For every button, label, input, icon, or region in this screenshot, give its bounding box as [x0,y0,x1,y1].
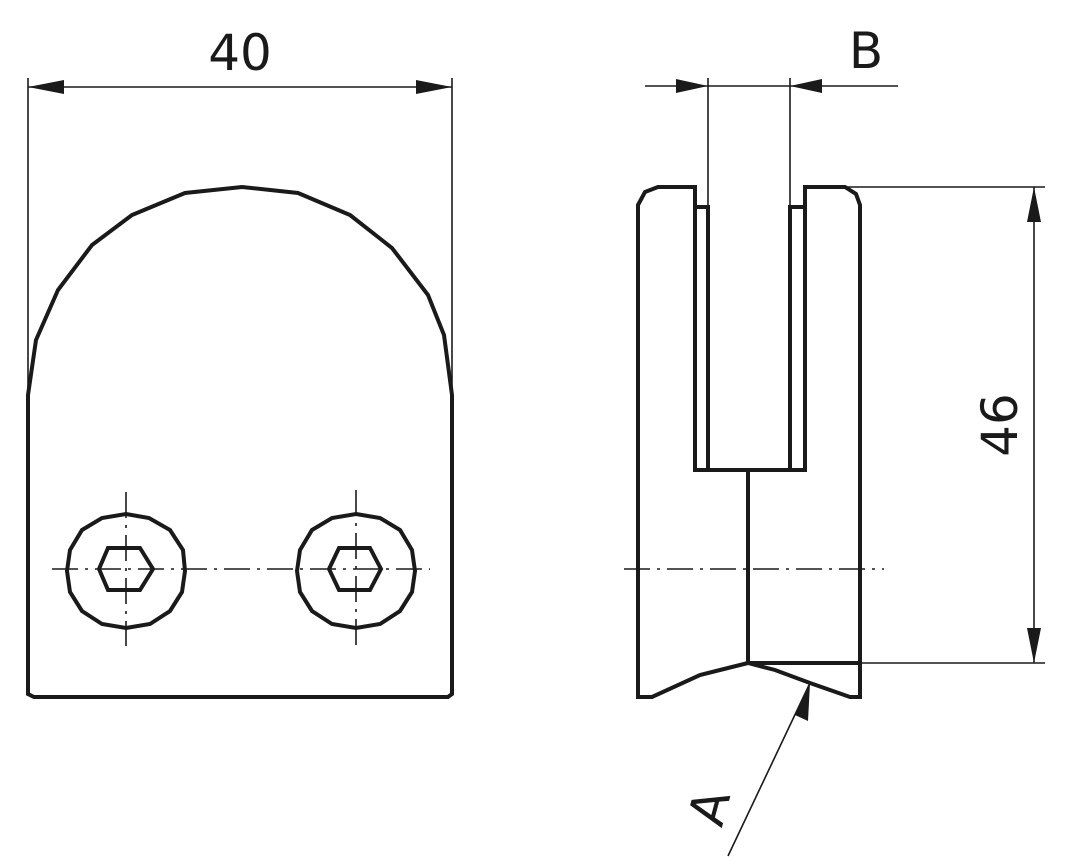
front-view: 40 [26,24,454,699]
profile-leader-line [727,682,811,857]
width-arrow-left [28,80,64,94]
width-dimension-label: 40 [208,24,272,82]
width-arrow-right [416,80,452,94]
slot-arrow-right [790,79,822,93]
height-dimension-label: 46 [971,393,1029,457]
profile-leader-arrow [795,683,810,721]
slot-inner-wall-right [788,205,805,470]
profile-leader: A [677,682,811,857]
height-dimension: 46 [845,186,1045,664]
left-screw [64,492,188,646]
side-view: B 46 A [624,22,1045,857]
side-view-outline [636,185,862,699]
slot-width-dimension: B [645,22,898,207]
profile-label: A [677,784,742,832]
front-view-outline [26,184,454,699]
height-arrow-bottom [1027,628,1041,663]
slot-arrow-left [676,79,708,93]
slot-dimension-label: B [849,22,883,80]
width-dimension: 40 [27,24,453,395]
height-arrow-top [1027,187,1041,222]
